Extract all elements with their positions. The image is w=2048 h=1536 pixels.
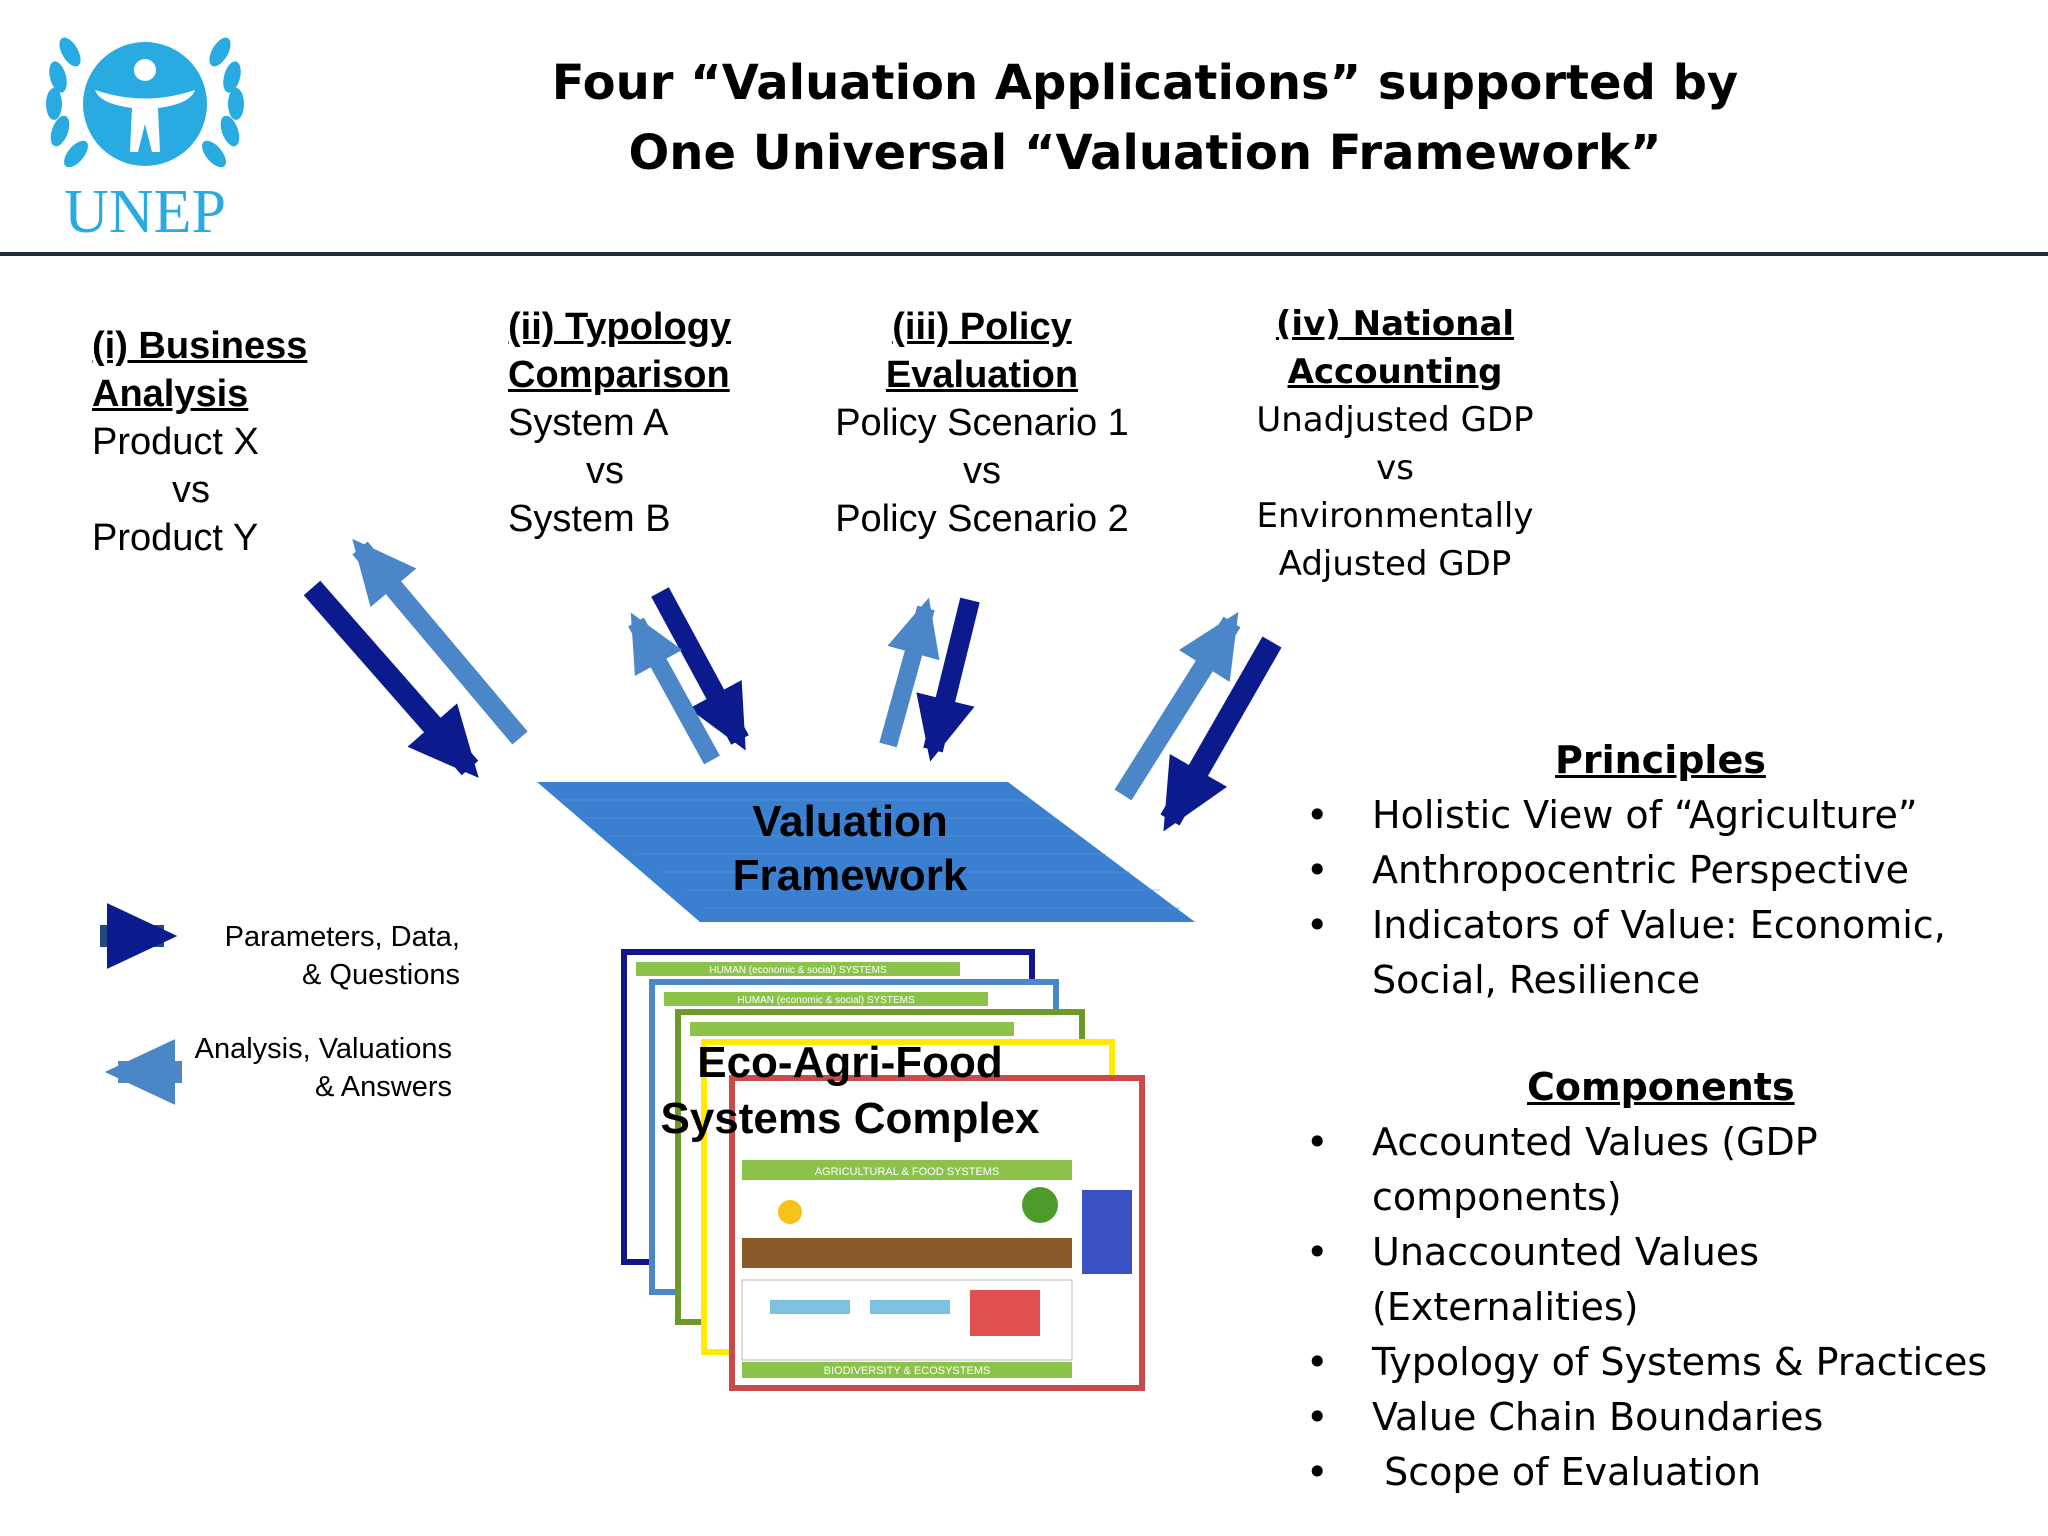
legend-item-analysis: Analysis, Valuations & Answers xyxy=(150,1030,452,1106)
laurel-wreath-icon xyxy=(46,37,244,168)
app3-heading-1: (iii) Policy xyxy=(892,306,1072,348)
legend1-line-2: & Questions xyxy=(302,959,460,991)
app2-line-3: System B xyxy=(508,498,671,540)
application-policy-evaluation: (iii) Policy Evaluation Policy Scenario … xyxy=(812,303,1152,543)
legend2-line-2: & Answers xyxy=(315,1071,452,1103)
arrow-up-app1 xyxy=(352,538,528,745)
app3-line-1: Policy Scenario 1 xyxy=(835,402,1129,444)
arrow-up-app2 xyxy=(628,612,720,765)
app1-line-3: Product Y xyxy=(92,517,259,559)
legend2-line-1: Analysis, Valuations xyxy=(194,1033,452,1065)
app1-line-1: Product X xyxy=(92,421,259,463)
eco-ag-header: AGRICULTURAL & FOOD SYSTEMS xyxy=(815,1166,1000,1178)
eco-agri-food-card-stack xyxy=(621,949,1145,1391)
app4-line-1: Unadjusted GDP xyxy=(1256,400,1534,440)
framework-line-1: Valuation xyxy=(752,797,948,846)
legend-item-parameters: Parameters, Data, & Questions xyxy=(150,918,460,994)
logo-text: UNEP xyxy=(64,178,226,242)
application-typology-comparison: (ii) Typology Comparison System A vs Sys… xyxy=(508,303,731,543)
app1-heading-2: Analysis xyxy=(92,373,249,415)
app4-line-3: Environmentally xyxy=(1256,496,1534,536)
arrow-down-app2 xyxy=(651,587,749,751)
app3-line-3: Policy Scenario 2 xyxy=(835,498,1129,540)
components-title: Components xyxy=(1527,1065,1795,1109)
component-item: Scope of Evaluation xyxy=(1306,1445,2006,1500)
arrow-down-app3 xyxy=(916,597,980,762)
app1-line-2: vs xyxy=(172,469,210,511)
application-business-analysis: (i) Business Analysis Product X vs Produ… xyxy=(92,322,307,562)
app2-heading-2: Comparison xyxy=(508,354,730,396)
principles-list: Holistic View of “Agriculture” Anthropoc… xyxy=(1306,788,2006,1008)
title-line-1: Four “Valuation Applications” supported … xyxy=(551,55,1739,111)
app3-line-2: vs xyxy=(963,450,1001,492)
arrow-down-app4 xyxy=(1160,636,1282,832)
app2-heading-1: (ii) Typology xyxy=(508,306,732,348)
component-item: Typology of Systems & Practices xyxy=(1306,1335,2006,1390)
eco-line-1: Eco-Agri-Food xyxy=(697,1038,1003,1087)
app4-heading-1: (iv) National xyxy=(1275,304,1515,344)
eco-bio-footer: BIODIVERSITY & ECOSYSTEMS xyxy=(824,1365,991,1377)
components-list: Accounted Values (GDP components) Unacco… xyxy=(1306,1115,2006,1500)
principle-item: Indicators of Value: Economic, Social, R… xyxy=(1306,898,2006,1008)
eco-agri-food-label: Eco-Agri-Food Systems Complex xyxy=(640,1035,1060,1147)
framework-line-2: Framework xyxy=(732,851,968,900)
eco-line-2: Systems Complex xyxy=(660,1094,1040,1143)
arrow-up-app3 xyxy=(879,597,940,748)
app4-line-4: Adjusted GDP xyxy=(1278,544,1512,584)
header-divider xyxy=(0,252,2048,256)
component-item: Unaccounted Values (Externalities) xyxy=(1306,1225,2006,1335)
arrow-up-app4 xyxy=(1114,611,1241,801)
principle-item: Holistic View of “Agriculture” xyxy=(1306,788,2006,843)
valuation-framework-shape xyxy=(537,782,1195,922)
app4-heading-2: Accounting xyxy=(1287,352,1503,392)
principles-title: Principles xyxy=(1555,738,1766,782)
application-national-accounting: (iv) National Accounting Unadjusted GDP … xyxy=(1230,300,1560,588)
valuation-framework-label: Valuation Framework xyxy=(640,795,1060,903)
figure-icon xyxy=(95,59,195,152)
component-item: Value Chain Boundaries xyxy=(1306,1390,2006,1445)
component-item: Accounted Values (GDP components) xyxy=(1306,1115,2006,1225)
eco-card-header-2: HUMAN (economic & social) SYSTEMS xyxy=(737,995,915,1006)
page-title: Four “Valuation Applications” supported … xyxy=(520,48,1770,188)
legend1-line-1: Parameters, Data, xyxy=(224,921,460,953)
app3-heading-2: Evaluation xyxy=(885,354,1079,396)
arrow-down-app1 xyxy=(303,580,479,778)
unep-logo: UNEP xyxy=(46,37,244,242)
app4-line-2: vs xyxy=(1376,448,1414,488)
eco-card-header-1: HUMAN (economic & social) SYSTEMS xyxy=(709,965,887,976)
app1-heading-1: (i) Business xyxy=(92,325,308,367)
principle-item: Anthropocentric Perspective xyxy=(1306,843,2006,898)
app2-line-2: vs xyxy=(586,450,624,492)
app2-line-1: System A xyxy=(508,402,669,444)
title-line-2: One Universal “Valuation Framework” xyxy=(628,125,1662,181)
